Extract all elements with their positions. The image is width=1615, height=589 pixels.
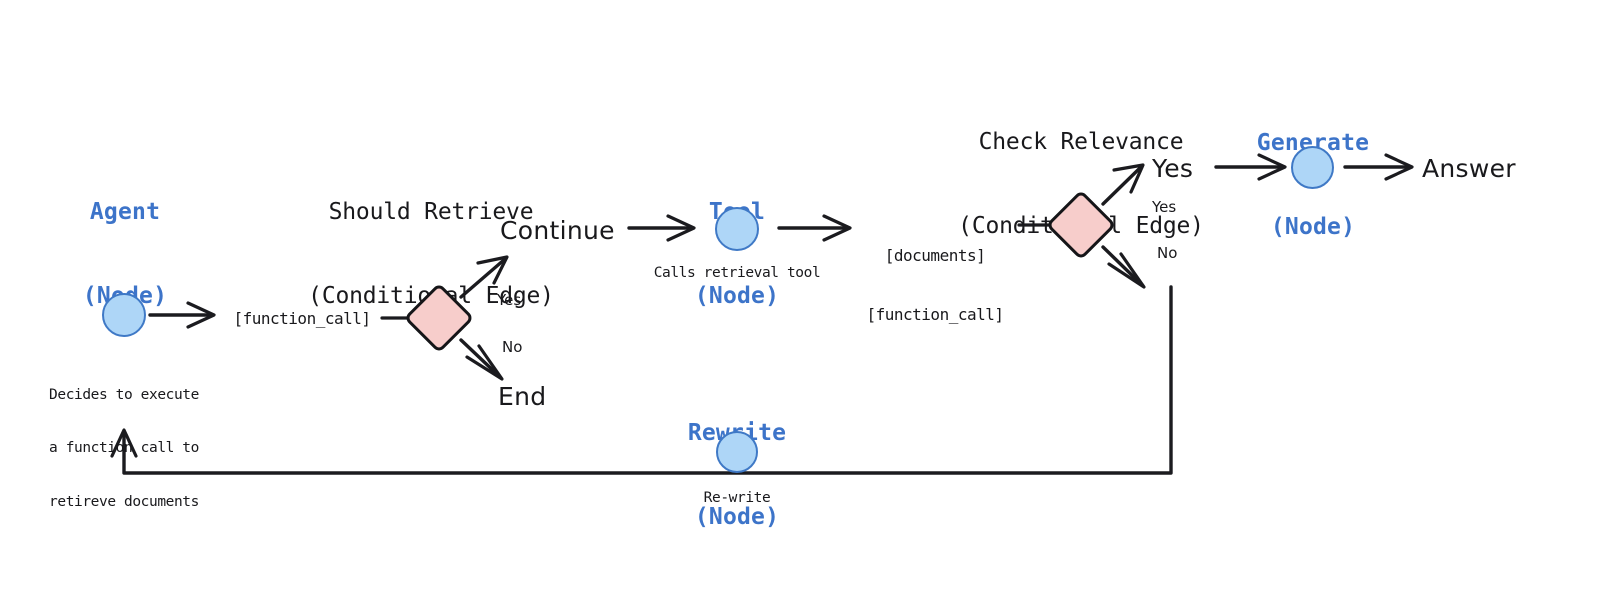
rewrite-node-title-line2: (Node) [694, 504, 780, 531]
agent-caption-line1: Decides to execute [49, 387, 199, 404]
continue-label: Continue [500, 216, 615, 245]
check-relevance-target-yes-label: Yes [1152, 154, 1194, 183]
agent-caption-line2: a function call to [49, 440, 199, 457]
check-relevance-title: Check Relevance (Conditional Edge) [928, 72, 1234, 296]
agent-caption-line3: retireve documents [49, 493, 199, 510]
edge-continue-to-tool [627, 214, 696, 242]
edge-check-relevance-no [1101, 245, 1146, 289]
agent-node-circle[interactable] [102, 293, 146, 337]
tool-node-title-line2: (Node) [694, 283, 780, 310]
agent-node-caption: Decides to execute a function call to re… [18, 352, 230, 547]
tool-node-title: Tool (Node) [656, 142, 818, 366]
edge-should-retrieve-yes [459, 255, 509, 299]
should-retrieve-branch-yes-label: Yes [497, 291, 522, 309]
check-relevance-branch-no-label: No [1157, 244, 1178, 262]
check-relevance-branch-yes-label: Yes [1152, 198, 1177, 216]
should-retrieve-input-token: [function_call] [233, 309, 372, 328]
rewrite-node-circle[interactable] [716, 431, 758, 473]
tool-output-token: [documents] [function_call] [862, 207, 1008, 363]
check-relevance-title-line1: Check Relevance [978, 129, 1184, 156]
tool-node-caption: Calls retrieval tool [653, 265, 821, 281]
agent-node-title-line1: Agent [89, 199, 161, 226]
tool-output-token-line2: [function_call] [866, 304, 1005, 324]
tool-output-token-line1: [documents] [884, 246, 986, 266]
edge-rewrite-feedback-loop [110, 285, 1173, 475]
generate-node-circle[interactable] [1291, 146, 1334, 189]
should-retrieve-title-line1: Should Retrieve [328, 199, 534, 226]
edge-check-relevance-yes [1101, 163, 1145, 206]
end-label: End [498, 382, 547, 411]
generate-node-title-line2: (Node) [1270, 214, 1356, 241]
edge-should-retrieve-no [459, 338, 504, 381]
edge-yes-to-generate [1214, 153, 1287, 181]
rewrite-node-caption: Re-write [703, 490, 771, 506]
tool-node-circle[interactable] [715, 207, 759, 251]
edge-generate-to-answer [1343, 153, 1414, 181]
edge-agent-to-function-call [148, 301, 216, 329]
rewrite-node-title: Rewrite (Node) [656, 363, 818, 587]
answer-label: Answer [1422, 154, 1516, 183]
edge-tool-to-documents [777, 214, 852, 242]
should-retrieve-branch-no-label: No [502, 338, 523, 356]
